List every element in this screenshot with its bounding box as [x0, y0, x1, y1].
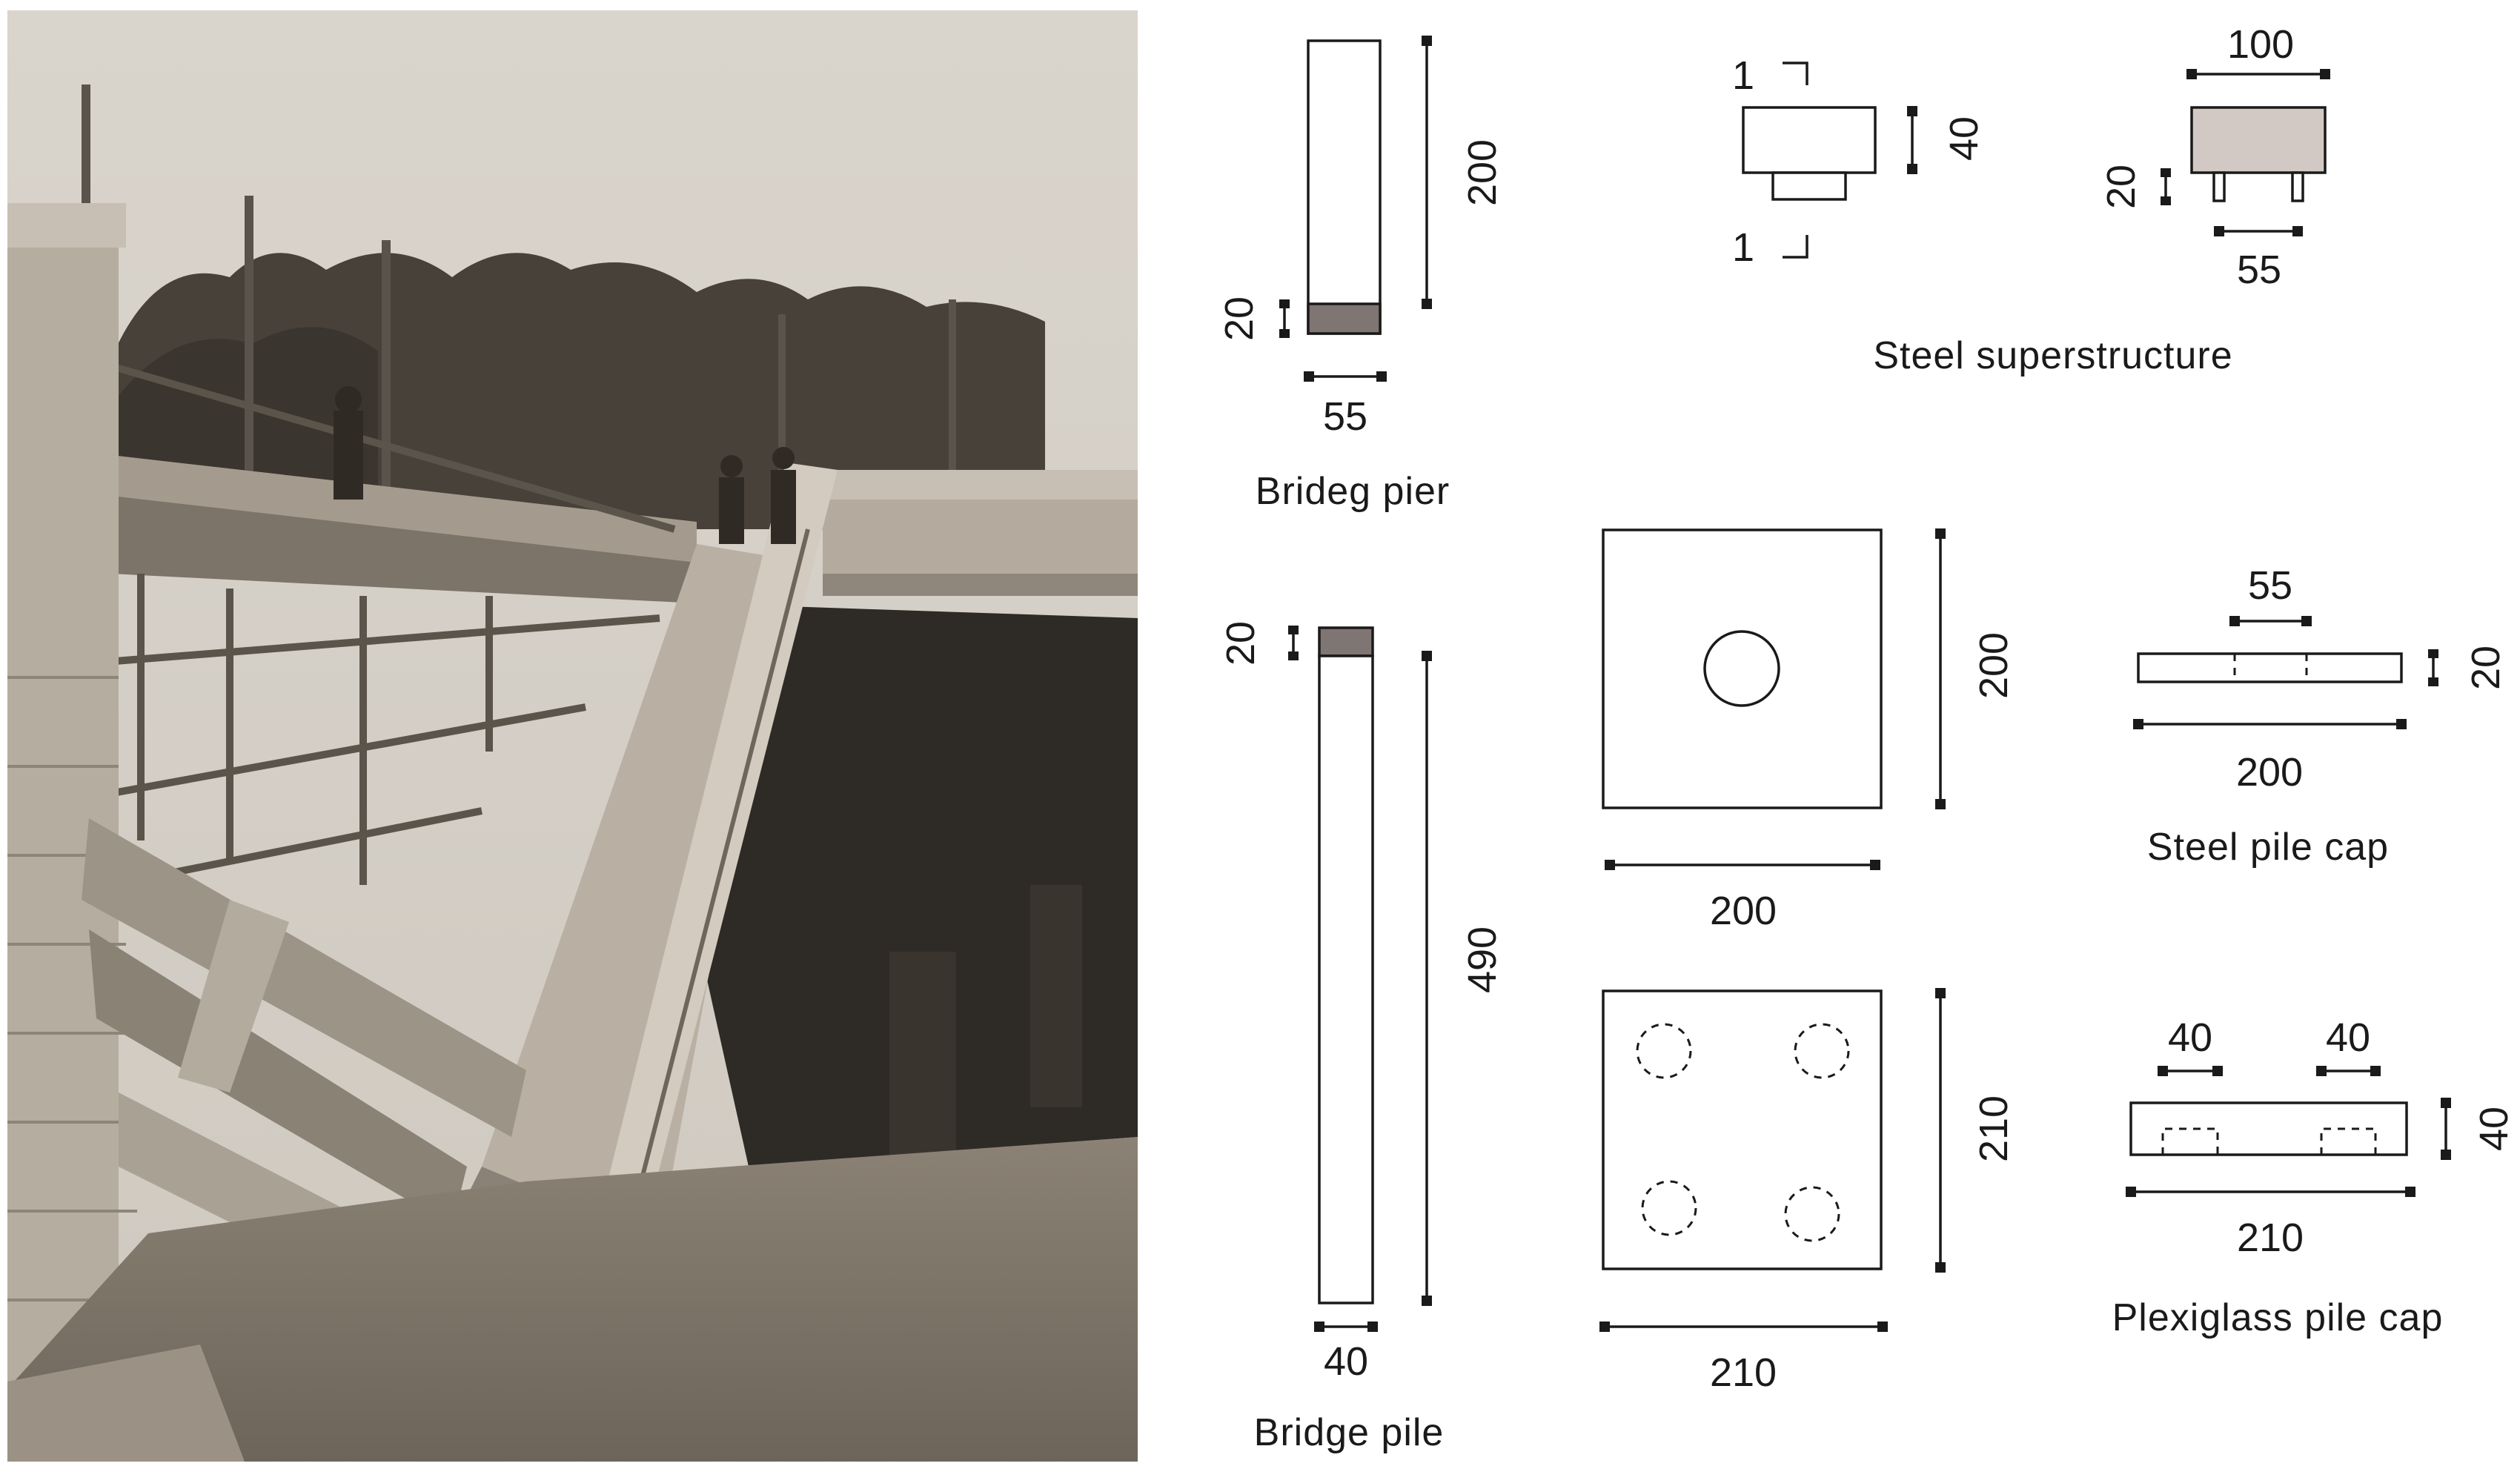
steel-pile-cap-caption: Steel pile cap	[2147, 826, 2389, 869]
bridge-pier-drawing: 200 20 55 Brideg pier	[1217, 36, 1505, 513]
steel-superstructure-caption: Steel superstructure	[1873, 334, 2232, 377]
plexiglass-socket-right-label: 40	[2326, 1015, 2370, 1060]
section-thickness-top-label: 1	[1732, 53, 1754, 98]
superstructure-flange	[1742, 106, 1877, 174]
plexiglass-plan-width-label: 210	[1710, 1350, 1777, 1395]
steel-superstructure-section: 1 1 40	[1732, 53, 1986, 270]
plexiglass-socket-left-label: 40	[2168, 1015, 2212, 1060]
pier-height-label: 200	[1460, 139, 1505, 206]
superstructure-leg-right	[2291, 171, 2304, 202]
superstructure-web	[1771, 171, 1847, 201]
superstructure-width-label: 100	[2227, 22, 2294, 67]
plexiglass-pile-cap-body	[2129, 1101, 2408, 1156]
pile-body	[1318, 654, 1374, 1304]
plexiglass-pile-cap-caption: Plexiglass pile cap	[2112, 1296, 2444, 1339]
superstructure-leg-left	[2212, 171, 2226, 202]
superstructure-body	[2190, 106, 2327, 174]
steel-plan-pile-circle	[1703, 630, 1780, 707]
section-height-label: 40	[1942, 116, 1986, 161]
leg-spacing-label: 55	[2237, 248, 2281, 292]
steel-pile-cap-thickness-label: 20	[2464, 646, 2508, 690]
pile-top-height-label: 20	[1218, 621, 1263, 666]
plexiglass-pile-cap-drawing: 40 40 40 210 Plexiglass pile cap	[2112, 1015, 2516, 1339]
plexiglass-pile-3	[1641, 1180, 1697, 1236]
steel-pile-cap-socket-label: 55	[2248, 563, 2292, 608]
steel-pile-cap-drawing: 55 20 200 Steel pile cap	[2133, 563, 2508, 869]
pier-base	[1307, 302, 1382, 335]
bridge-pile-caption: Bridge pile	[1254, 1411, 1445, 1454]
plexiglass-pile-cap-length-label: 210	[2237, 1216, 2304, 1260]
pile-width-label: 40	[1324, 1339, 1368, 1384]
plexiglass-plan-height-label: 210	[1972, 1095, 2016, 1162]
pier-width-label: 55	[1323, 394, 1367, 439]
pier-base-height-label: 20	[1217, 296, 1261, 341]
steel-plan-width-label: 200	[1710, 889, 1777, 933]
plexiglass-pile-2	[1794, 1023, 1850, 1079]
steel-pile-cap-length-label: 200	[2236, 750, 2303, 795]
leg-height-label: 20	[2099, 165, 2143, 209]
bridge-pile-drawing: 20 490 40 Bridge pile	[1218, 621, 1505, 1454]
steel-pile-cap-body	[2137, 652, 2403, 683]
bridge-pier-caption: Brideg pier	[1256, 470, 1450, 513]
pile-top	[1318, 626, 1374, 657]
plexiglass-plan-view: 210 210	[1599, 988, 2016, 1395]
plexiglass-pile-1	[1636, 1023, 1692, 1079]
steel-plan-height-label: 200	[1972, 632, 2016, 699]
plexiglass-plan-square	[1602, 989, 1883, 1270]
steel-superstructure-elevation: 100 20 55 Steel superstructure	[1873, 22, 2330, 377]
section-thickness-bottom-label: 1	[1732, 225, 1754, 270]
pile-height-label: 490	[1460, 926, 1505, 993]
plexiglass-pile-4	[1784, 1186, 1840, 1242]
steel-plan-view: 200 200	[1602, 528, 2016, 933]
collapsed-bridge-photo	[7, 10, 1138, 1462]
plexiglass-pile-cap-thickness-label: 40	[2472, 1107, 2516, 1151]
pier-body	[1307, 39, 1382, 335]
